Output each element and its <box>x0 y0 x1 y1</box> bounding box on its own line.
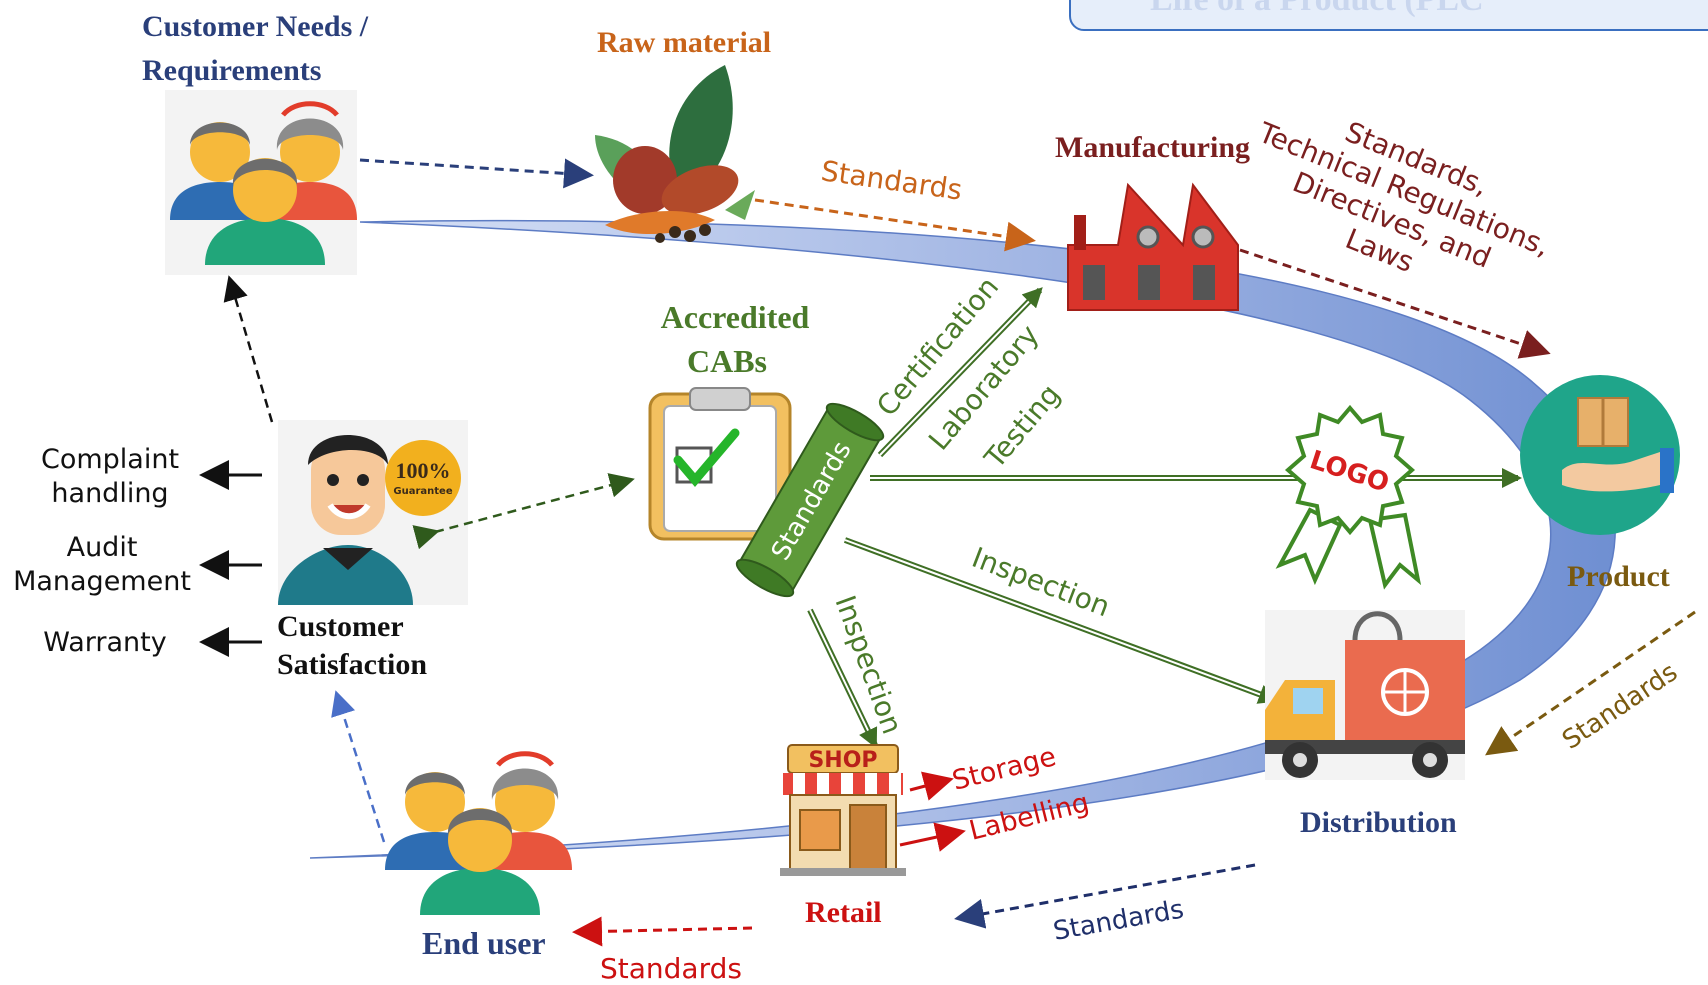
cabs-satisfaction-arrow <box>412 473 635 550</box>
retail-to-user-standards: Standards <box>600 952 742 985</box>
audit-line-2: Management <box>13 566 191 597</box>
end-user-group-icon <box>385 751 572 915</box>
end-user-label: End user <box>422 925 546 961</box>
customer-satisfaction-label: Customer <box>277 610 404 643</box>
retail-label: Retail <box>805 896 882 929</box>
distribution-label: Distribution <box>1300 806 1457 839</box>
complaint-line-2: handling <box>51 478 168 509</box>
factory-icon <box>1067 182 1239 311</box>
dist-to-retail-arrow <box>954 863 1256 929</box>
satisfaction-items: Complaint handling Audit Management Warr… <box>13 444 262 658</box>
delivery-truck-icon <box>1265 610 1465 780</box>
customer-group-icon <box>165 90 357 275</box>
inspection-down-label: Inspection <box>828 591 908 738</box>
customer-needs-label: Customer Needs / <box>142 10 369 43</box>
dist-to-retail-standards: Standards <box>1051 894 1186 946</box>
clipboard-check-icon <box>648 387 792 541</box>
labelling-arrow <box>899 822 966 852</box>
customer-satisfaction-label-2: Satisfaction <box>277 648 427 681</box>
mfg-to-product-arrow <box>1239 248 1551 359</box>
cabs-label: CABs <box>687 343 767 379</box>
product-label: Product <box>1567 560 1670 593</box>
logo-badge-icon: LOGO <box>1275 404 1422 590</box>
satisfied-customer-icon: 100% Guarantee <box>278 420 468 605</box>
lifecycle-band <box>309 219 1616 859</box>
storage-arrow <box>909 771 954 801</box>
shop-sign-text: SHOP <box>808 748 877 773</box>
shop-icon: SHOP <box>780 744 906 876</box>
satisfaction-to-needs-arrow <box>223 275 274 423</box>
user-to-satisfaction-arrow <box>331 690 386 843</box>
needs-to-raw-arrow <box>359 158 594 189</box>
raw-material-icon <box>595 65 755 243</box>
title-text: Life of a Product (PLC <box>1150 0 1484 18</box>
warranty-line-1: Warranty <box>43 627 166 658</box>
customer-needs-label-2: Requirements <box>142 54 321 87</box>
audit-line-1: Audit <box>67 532 138 563</box>
raw-to-mfg-arrow <box>754 198 1036 252</box>
manufacturing-label: Manufacturing <box>1055 131 1250 164</box>
product-icon <box>1520 375 1680 535</box>
raw-material-label: Raw material <box>597 26 771 59</box>
title-box: Life of a Product (PLC <box>1069 0 1708 31</box>
certification-arrow <box>879 287 1043 456</box>
raw-to-mfg-standards: Standards <box>819 154 964 206</box>
inspection-retail-arrow <box>809 609 878 749</box>
retail-to-user-arrow <box>572 916 753 947</box>
guarantee-percent: 100% <box>396 458 451 483</box>
product-to-dist-arrow <box>1485 610 1696 756</box>
accredited-label: Accredited <box>661 299 810 335</box>
complaint-line-1: Complaint <box>41 444 179 475</box>
product-to-dist-standards: Standards <box>1557 657 1683 756</box>
guarantee-word: Guarantee <box>393 486 452 497</box>
storage-label: Storage <box>949 741 1059 797</box>
inspection-dist-arrow <box>844 539 1279 704</box>
